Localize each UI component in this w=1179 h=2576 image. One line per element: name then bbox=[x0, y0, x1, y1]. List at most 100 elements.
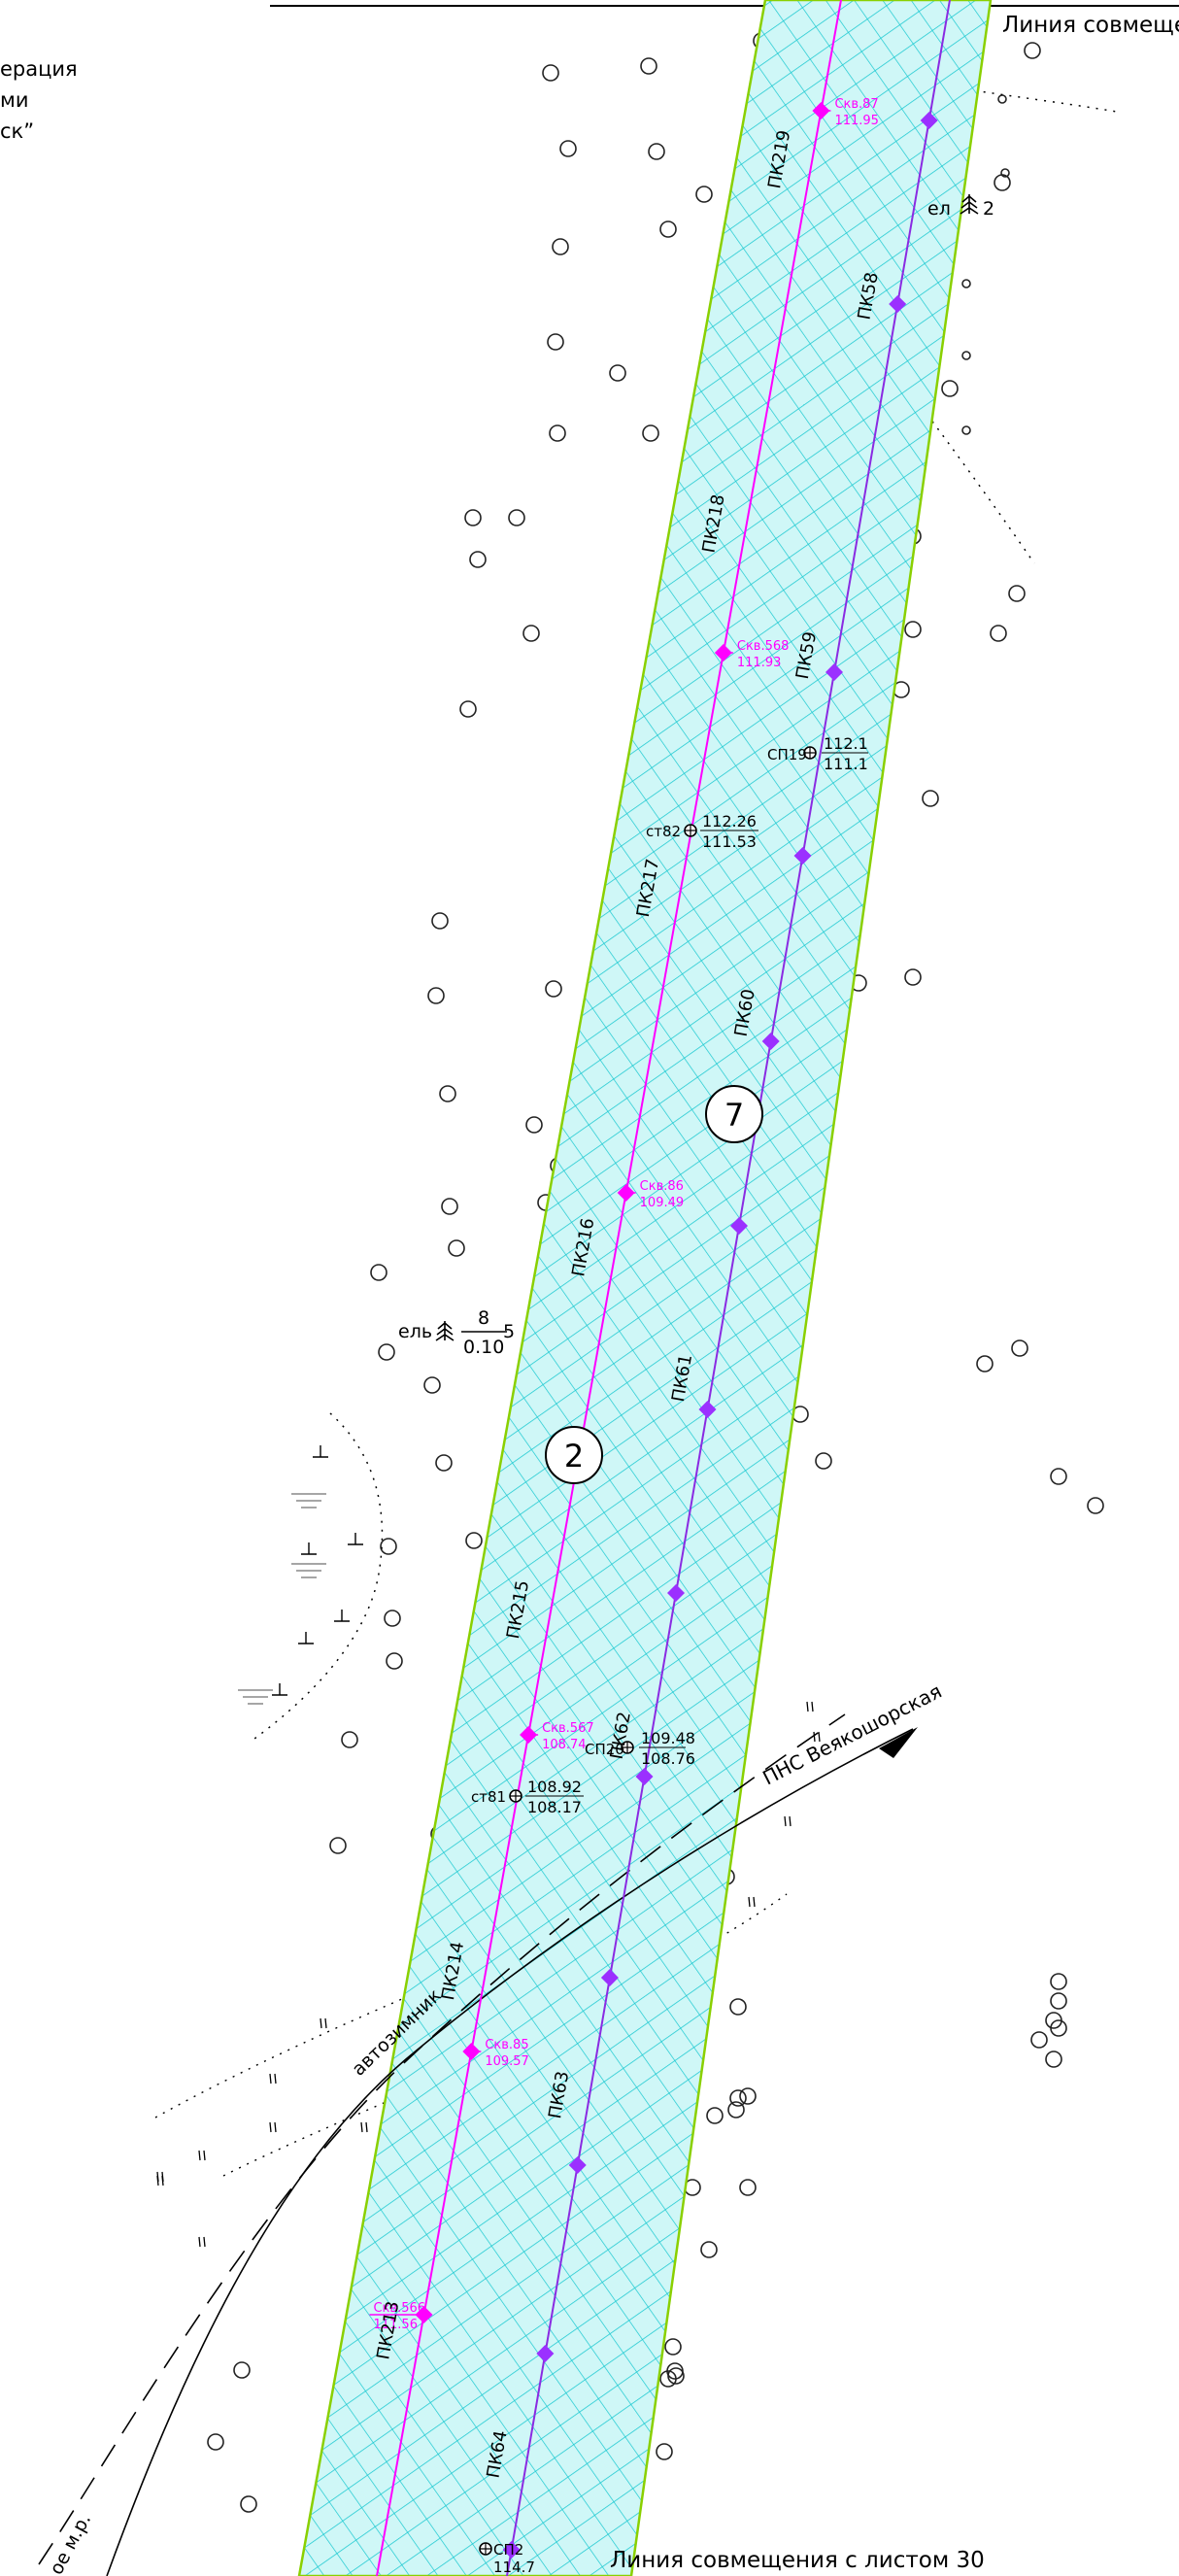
tree-circle bbox=[739, 2087, 757, 2105]
spruce-mid-icon bbox=[435, 1320, 455, 1341]
tree-circle bbox=[976, 1355, 994, 1373]
meadow-mark bbox=[156, 2171, 159, 2183]
tree-circle bbox=[664, 2338, 682, 2356]
tree-circle bbox=[549, 424, 566, 442]
tree-circle bbox=[659, 220, 677, 238]
benchmark-top: 114.7 bbox=[493, 2559, 535, 2576]
circle-marker-7-text: 7 bbox=[724, 1097, 744, 1134]
circle-marker-2: 2 bbox=[545, 1426, 603, 1484]
tree-circle bbox=[439, 1085, 456, 1102]
station-diamond-right bbox=[502, 2541, 521, 2559]
spruce-mid-suffix: 5 bbox=[503, 1321, 515, 1342]
meadow-mark bbox=[161, 2171, 164, 2183]
meadow-mark bbox=[274, 2121, 277, 2133]
tree-circle bbox=[469, 551, 487, 568]
benchmark-name: СП2 bbox=[493, 2541, 523, 2559]
meadow-mark bbox=[203, 2236, 206, 2248]
stamp-fragment-2: ми bbox=[0, 88, 29, 112]
station-diamond-right bbox=[730, 1217, 749, 1235]
swamp-boundary bbox=[253, 1412, 384, 1740]
spruce-top-num: 2 bbox=[983, 198, 994, 220]
tree-circle bbox=[559, 140, 577, 157]
tree-circle bbox=[695, 186, 713, 203]
borehole-name: Скв.567 bbox=[542, 1721, 594, 1736]
tree-circle bbox=[370, 1264, 387, 1281]
station-markers bbox=[415, 102, 938, 2559]
meadow-mark bbox=[198, 2236, 201, 2248]
tree-circle bbox=[1045, 2012, 1062, 2029]
tree-circle bbox=[427, 987, 445, 1004]
tree-circle bbox=[431, 912, 449, 930]
tree-circle bbox=[341, 1731, 358, 1748]
winter-road bbox=[38, 1713, 846, 2565]
benchmark-top: 108.92 bbox=[527, 1778, 582, 1796]
tree-circle bbox=[1024, 42, 1041, 59]
circle-marker-2-text: 2 bbox=[564, 1438, 584, 1474]
borehole-name: Скв.87 bbox=[834, 97, 878, 112]
meadow-mark bbox=[198, 2150, 201, 2161]
tree-circle bbox=[994, 174, 1011, 191]
right-of-way-corridor bbox=[297, 0, 993, 2576]
tree-circle-small bbox=[961, 351, 971, 360]
tree-circle bbox=[1008, 585, 1026, 602]
tree-circle-small bbox=[1000, 168, 1010, 178]
tree-circle bbox=[464, 509, 482, 526]
meadow-mark bbox=[274, 2073, 277, 2085]
tree-circle bbox=[656, 2443, 673, 2460]
station-diamond-right bbox=[635, 1768, 654, 1785]
benchmark-name: СП20 bbox=[585, 1741, 624, 1758]
benchmark-labels: СП19112.1111.1ст82112.26111.53СП20109.48… bbox=[471, 734, 868, 2576]
benchmark-bottom: 108.76 bbox=[641, 1749, 695, 1768]
bottom-road-label: ое м.р. bbox=[46, 2510, 95, 2576]
tree-circle bbox=[1011, 1339, 1028, 1357]
tree-circle bbox=[233, 2361, 251, 2379]
station-diamond-right bbox=[889, 295, 907, 313]
spruce-mid-label: ель bbox=[398, 1321, 432, 1342]
pns-arrow-icon bbox=[879, 1727, 918, 1758]
borehole-elevation: 111.93 bbox=[737, 656, 782, 670]
swamp-marks bbox=[238, 1445, 363, 1705]
tree-circle bbox=[378, 1343, 395, 1361]
station-diamond-right bbox=[667, 1584, 686, 1602]
header-combine-line-text: Линия совмеще bbox=[1002, 13, 1179, 38]
tree-circle bbox=[904, 968, 922, 986]
benchmark-top: 112.26 bbox=[702, 812, 757, 830]
tree-circle bbox=[508, 509, 525, 526]
tree-circle bbox=[904, 621, 922, 638]
station-diamond-right bbox=[536, 2345, 555, 2362]
tree-circle bbox=[1050, 1992, 1067, 2010]
spruce-annotation-top: ел 2 bbox=[927, 193, 994, 220]
tree-circle bbox=[441, 1198, 458, 1215]
borehole-name: Скв.86 bbox=[640, 1179, 684, 1194]
benchmark-bottom: 111.1 bbox=[824, 755, 868, 773]
tree-circle bbox=[1050, 1468, 1067, 1485]
tree-circle bbox=[522, 625, 540, 642]
stamp-fragment-3: ск” bbox=[0, 119, 34, 143]
tree-circle bbox=[1045, 2051, 1062, 2068]
tree-circle bbox=[922, 790, 939, 807]
tree-circle bbox=[525, 1116, 543, 1134]
borehole-name: Скв.568 bbox=[737, 639, 790, 654]
tree-circle bbox=[1087, 1497, 1104, 1514]
borehole-elevation: 109.49 bbox=[640, 1196, 685, 1210]
benchmark-bottom: 108.17 bbox=[527, 1798, 582, 1816]
tree-circle-small bbox=[997, 94, 1007, 104]
tree-circle bbox=[448, 1239, 465, 1257]
tree-circle bbox=[648, 143, 665, 160]
pns-pipeline bbox=[106, 1728, 914, 2576]
tree-circle bbox=[941, 380, 959, 397]
station-diamond-right bbox=[825, 663, 844, 681]
spruce-mid-num: 8 bbox=[478, 1307, 489, 1329]
tree-circle bbox=[640, 57, 657, 75]
spruce-top-label: ел bbox=[927, 198, 951, 220]
tree-circle bbox=[729, 2089, 747, 2107]
borehole-elevation: 111.56 bbox=[373, 2318, 418, 2332]
benchmark-name: СП19 bbox=[767, 746, 807, 763]
borehole-elevation: 111.95 bbox=[834, 114, 879, 128]
station-diamond-right bbox=[920, 112, 938, 129]
tree-circle bbox=[1030, 2031, 1048, 2049]
tree-circle bbox=[386, 1652, 403, 1670]
pipeline-left bbox=[376, 0, 842, 2576]
tree-circle bbox=[542, 64, 559, 82]
